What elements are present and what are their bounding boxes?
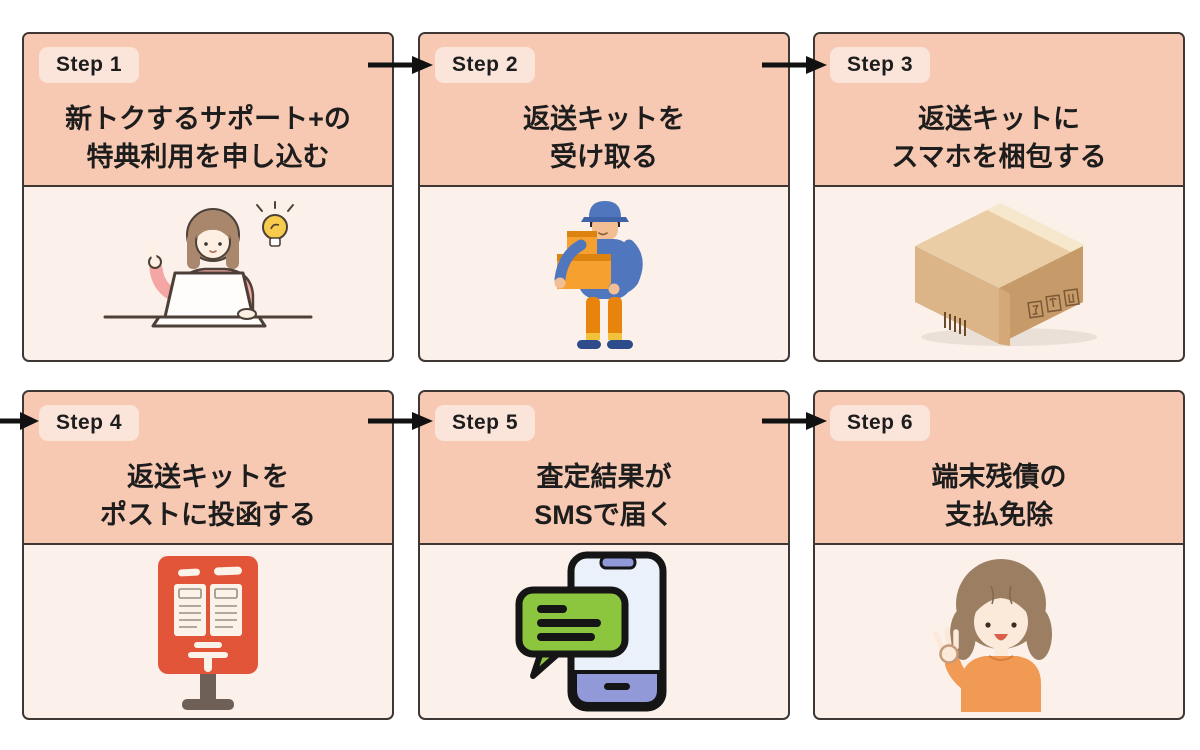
step-3-title-line-2: スマホを梱包する [891, 142, 1107, 172]
step-5-title-line-2: SMSで届く [534, 500, 674, 530]
flow-arrow-step4-to-step5-icon [368, 412, 433, 430]
flow-arrow-step2-to-step3-icon [762, 56, 827, 74]
step-6-badge: Step 6 [830, 405, 931, 441]
step-2-illustration-area [420, 187, 788, 360]
step-4-badge: Step 4 [39, 405, 140, 441]
step-5-title-line-1: 査定結果が [536, 462, 672, 492]
step-2-title-line-2: 受け取る [550, 142, 658, 172]
step-6-title-line-2: 支払免除 [945, 500, 1053, 530]
japanese-postbox-illustration [158, 556, 258, 710]
step-card-1: Step 1 新トクするサポート+の 特典利用を申し込む [22, 32, 394, 362]
step-1-illustration-area [24, 187, 392, 360]
step-3-badge: Step 3 [830, 47, 931, 83]
step-4-title: 返送キットを ポストに投函する [24, 458, 392, 534]
step-6-header: Step 6 端末残債の 支払免除 [815, 392, 1183, 545]
step-2-title: 返送キットを 受け取る [420, 100, 788, 176]
step-1-title-line-2: 特典利用を申し込む [86, 142, 330, 172]
step-1-header: Step 1 新トクするサポート+の 特典利用を申し込む [24, 34, 392, 187]
flow-arrow-step5-to-step6-icon [762, 412, 827, 430]
step-5-illustration-area [420, 545, 788, 718]
step-4-illustration-area [24, 545, 392, 718]
step-4-title-line-1: 返送キットを [127, 462, 289, 492]
step-5-header: Step 5 査定結果が SMSで届く [420, 392, 788, 545]
step-2-title-line-1: 返送キットを [523, 104, 685, 134]
step-1-badge: Step 1 [39, 47, 140, 83]
step-card-2: Step 2 返送キットを 受け取る [418, 32, 790, 362]
step-card-3: Step 3 返送キットに スマホを梱包する [813, 32, 1185, 362]
step-4-header: Step 4 返送キットを ポストに投函する [24, 392, 392, 545]
step-6-illustration-area [815, 545, 1183, 718]
step-3-header: Step 3 返送キットに スマホを梱包する [815, 34, 1183, 187]
step-5-title: 査定結果が SMSで届く [420, 458, 788, 534]
step-3-illustration-area [815, 187, 1183, 360]
step-card-4: Step 4 返送キットを ポストに投函する [22, 390, 394, 720]
step-6-title-line-1: 端末残債の [931, 462, 1067, 492]
step-2-header: Step 2 返送キットを 受け取る [420, 34, 788, 187]
step-3-title-line-1: 返送キットに [918, 104, 1080, 134]
step-4-title-line-2: ポストに投函する [100, 500, 316, 530]
step-5-badge: Step 5 [435, 405, 536, 441]
step-card-5: Step 5 査定結果が SMSで届く [418, 390, 790, 720]
delivery-person-with-boxes-illustration [554, 200, 643, 349]
step-card-6: Step 6 端末残債の 支払免除 [813, 390, 1185, 720]
step-1-title: 新トクするサポート+の 特典利用を申し込む [24, 100, 392, 176]
step-3-title: 返送キットに スマホを梱包する [815, 100, 1183, 176]
step-1-title-line-1: 新トクするサポート+の [65, 104, 351, 134]
flow-arrow-step1-to-step2-icon [368, 56, 433, 74]
cardboard-box-illustration [915, 203, 1097, 346]
step-6-title: 端末残債の 支払免除 [815, 458, 1183, 534]
woman-ok-sign-illustration [933, 558, 1052, 712]
step-2-badge: Step 2 [435, 47, 536, 83]
flow-arrow-into-step4-icon [0, 412, 39, 430]
smartphone-sms-message-illustration [515, 551, 666, 712]
woman-thinking-at-laptop-illustration [103, 200, 313, 327]
